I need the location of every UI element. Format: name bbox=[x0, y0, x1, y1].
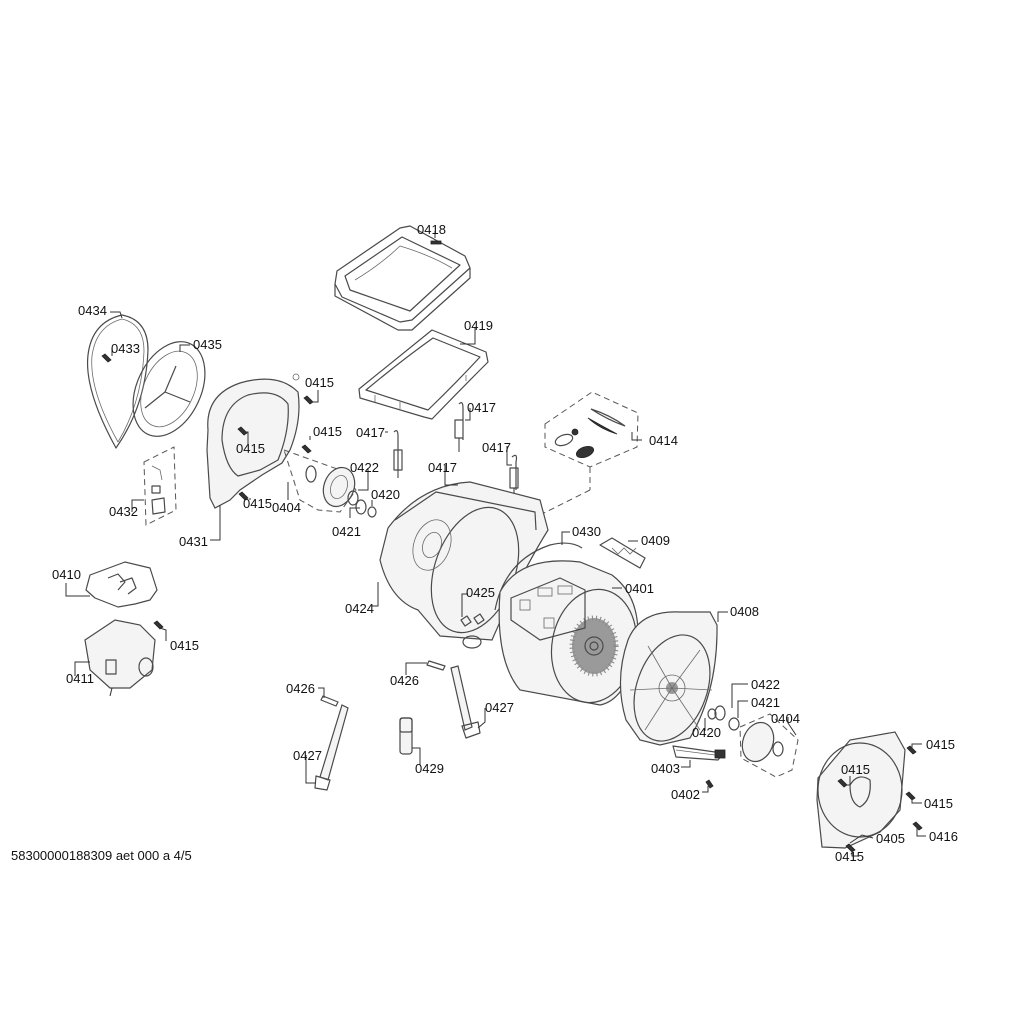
callout-0427-left[interactable]: 0427 bbox=[293, 748, 322, 763]
callout-0404-rear[interactable]: 0404 bbox=[771, 711, 800, 726]
part-0425-clips bbox=[460, 613, 485, 627]
part-0435-door-ring bbox=[132, 341, 206, 437]
callout-0415-f[interactable]: 0415 bbox=[926, 737, 955, 752]
part-0426-pins bbox=[320, 660, 446, 707]
callout-0431[interactable]: 0431 bbox=[179, 534, 208, 549]
part-rings-front bbox=[347, 490, 377, 518]
callout-0411[interactable]: 0411 bbox=[66, 671, 94, 686]
part-0404-rear-flange bbox=[739, 713, 799, 778]
part-0432-kit bbox=[143, 446, 177, 526]
callout-0403[interactable]: 0403 bbox=[651, 761, 680, 776]
part-0430-clamp-band bbox=[494, 542, 583, 611]
part-0410-heat-shield bbox=[85, 561, 158, 608]
callout-0422-rear[interactable]: 0422 bbox=[751, 677, 780, 692]
callout-0417-a[interactable]: 0417 bbox=[356, 425, 385, 440]
callout-0415-i[interactable]: 0415 bbox=[835, 849, 864, 864]
part-0419-counterweight-ring bbox=[358, 329, 489, 420]
part-0409-paddle bbox=[599, 537, 646, 569]
callout-0429[interactable]: 0429 bbox=[415, 761, 444, 776]
part-0415-screws bbox=[153, 395, 314, 630]
callout-0415-e[interactable]: 0415 bbox=[170, 638, 199, 653]
part-0411-motor bbox=[84, 619, 156, 697]
part-0418-counterweight-frame bbox=[334, 225, 471, 331]
part-0414-kit bbox=[539, 391, 639, 516]
callout-0416[interactable]: 0416 bbox=[929, 829, 958, 844]
callout-0420-rear[interactable]: 0420 bbox=[692, 725, 721, 740]
callout-0427-right[interactable]: 0427 bbox=[485, 700, 514, 715]
part-0433-screw bbox=[101, 353, 112, 363]
callout-0418[interactable]: 0418 bbox=[417, 222, 446, 237]
callout-0422-front[interactable]: 0422 bbox=[350, 460, 379, 475]
callout-0421-rear[interactable]: 0421 bbox=[751, 695, 780, 710]
callout-0419[interactable]: 0419 bbox=[464, 318, 493, 333]
part-0405-rear-cover bbox=[816, 731, 906, 849]
part-0402-screw bbox=[705, 779, 714, 789]
part-0431-front-bracket bbox=[206, 373, 300, 509]
part-0401-drum bbox=[498, 560, 639, 706]
callout-0415-g[interactable]: 0415 bbox=[841, 762, 870, 777]
callout-0415-h[interactable]: 0415 bbox=[924, 796, 953, 811]
callout-0405[interactable]: 0405 bbox=[876, 831, 905, 846]
callout-0417-d[interactable]: 0417 bbox=[428, 460, 457, 475]
callout-0430[interactable]: 0430 bbox=[572, 524, 601, 539]
document-reference: 58300000188309 aet 000 a 4/5 bbox=[11, 848, 192, 863]
callout-0408[interactable]: 0408 bbox=[730, 604, 759, 619]
leader-lines bbox=[65, 231, 926, 857]
part-0434-door-seal bbox=[86, 314, 149, 449]
callout-0424[interactable]: 0424 bbox=[345, 601, 374, 616]
callout-0410[interactable]: 0410 bbox=[52, 567, 81, 582]
callout-0417-b[interactable]: 0417 bbox=[467, 400, 496, 415]
callout-0425[interactable]: 0425 bbox=[466, 585, 495, 600]
callout-0401[interactable]: 0401 bbox=[625, 581, 654, 596]
callout-0404-front[interactable]: 0404 bbox=[272, 500, 301, 515]
callout-0409[interactable]: 0409 bbox=[641, 533, 670, 548]
callout-0426-center[interactable]: 0426 bbox=[390, 673, 419, 688]
callout-0414[interactable]: 0414 bbox=[649, 433, 678, 448]
callout-0434[interactable]: 0434 bbox=[78, 303, 107, 318]
callout-0415-b[interactable]: 0415 bbox=[313, 424, 342, 439]
callout-0415-a[interactable]: 0415 bbox=[305, 375, 334, 390]
part-0403-heater bbox=[672, 745, 726, 761]
part-rings-rear bbox=[707, 705, 740, 731]
callout-0402[interactable]: 0402 bbox=[671, 787, 700, 802]
callout-0420-front[interactable]: 0420 bbox=[371, 487, 400, 502]
callout-0433[interactable]: 0433 bbox=[111, 341, 140, 356]
callout-0432[interactable]: 0432 bbox=[109, 504, 138, 519]
callout-0415-c[interactable]: 0415 bbox=[236, 441, 265, 456]
part-0429-filter bbox=[399, 717, 413, 755]
callout-0415-d[interactable]: 0415 bbox=[243, 496, 272, 511]
callout-0426-left[interactable]: 0426 bbox=[286, 681, 315, 696]
callout-0417-c[interactable]: 0417 bbox=[482, 440, 511, 455]
callout-0435[interactable]: 0435 bbox=[193, 337, 222, 352]
part-0408-tub-rear bbox=[619, 611, 718, 746]
part-0404-front-flange bbox=[283, 449, 357, 513]
part-0427-shocks bbox=[314, 665, 481, 791]
callout-0421-front[interactable]: 0421 bbox=[332, 524, 361, 539]
